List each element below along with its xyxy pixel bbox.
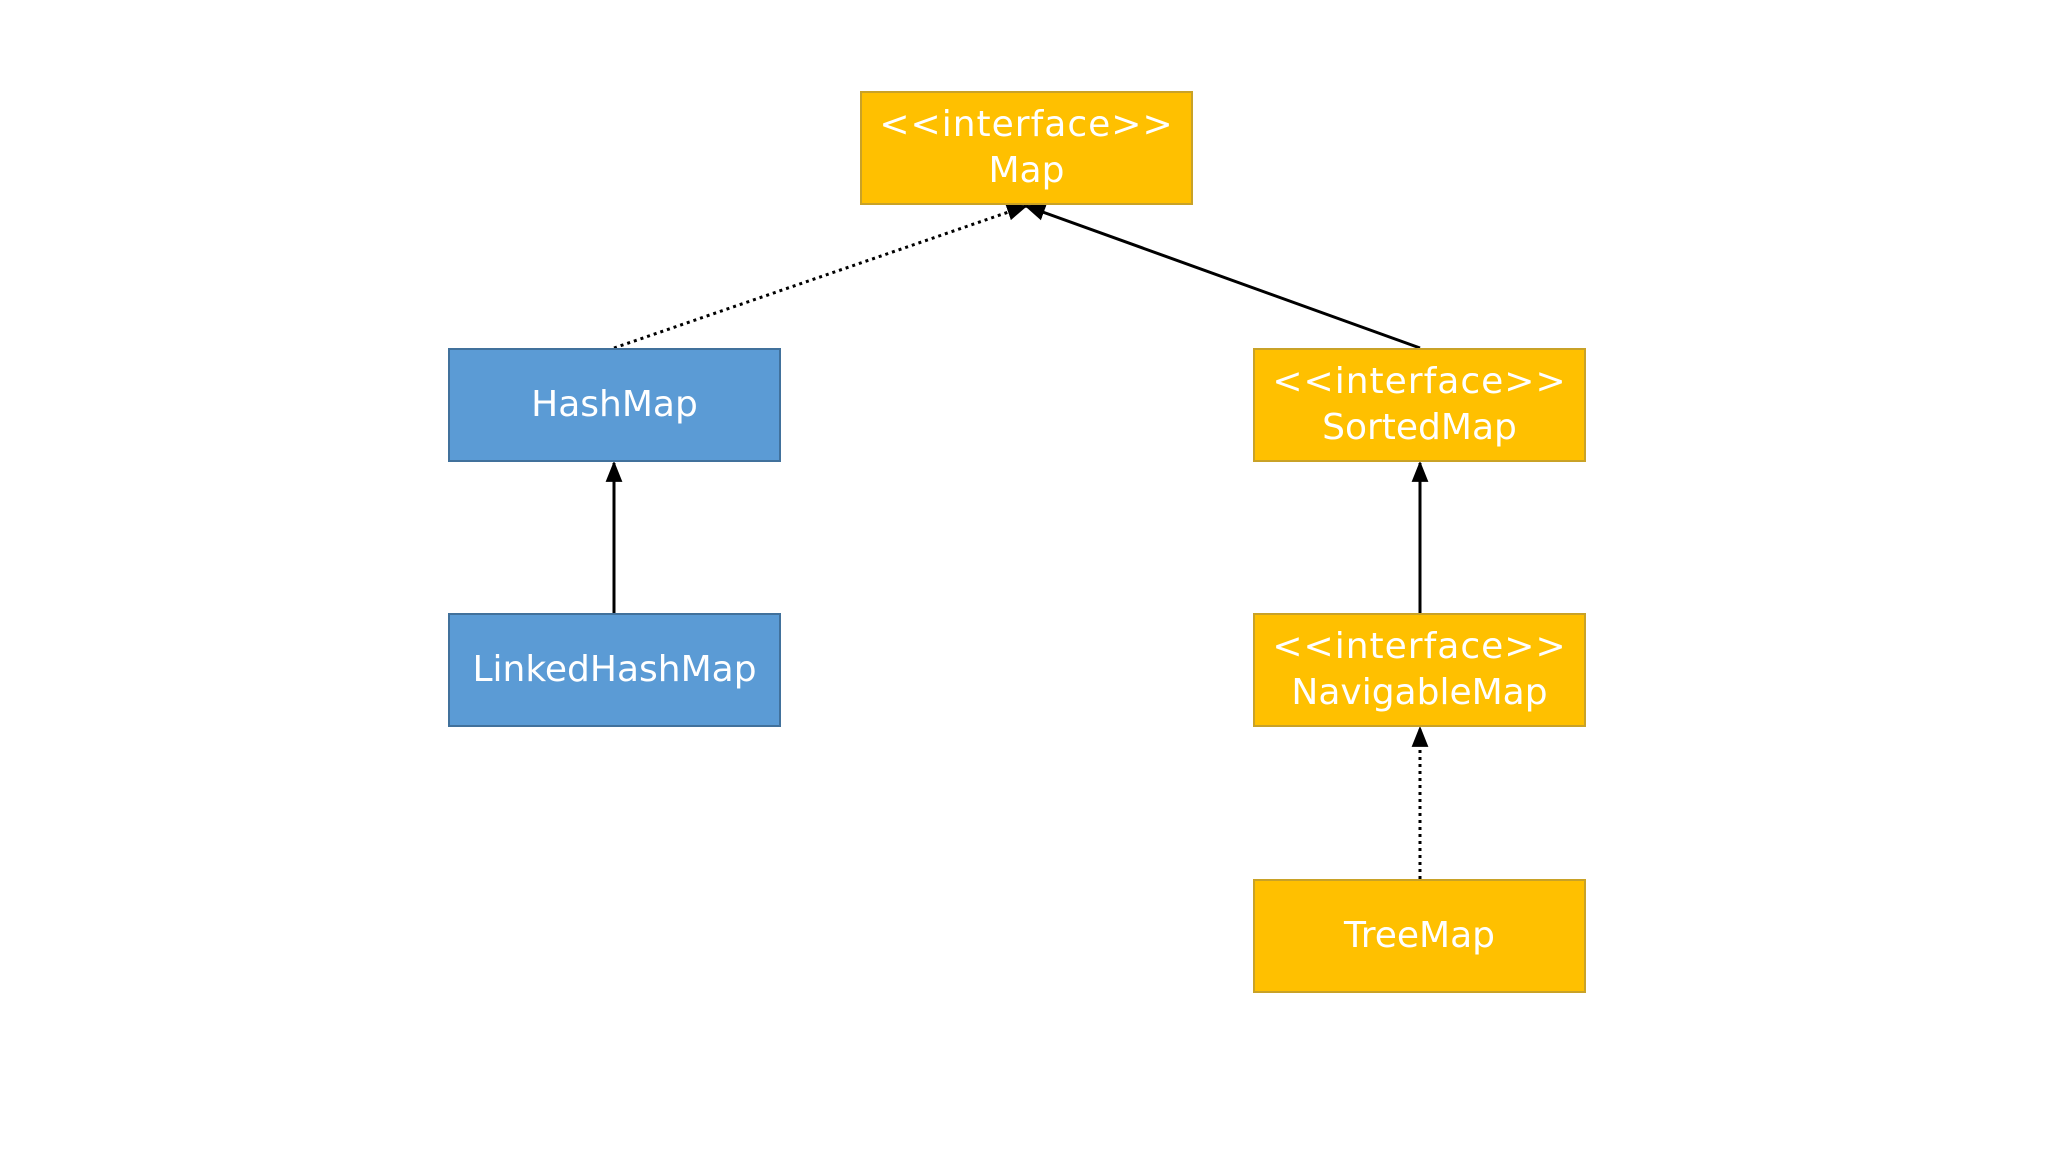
node-linkedhashmap[interactable]: LinkedHashMap [448, 613, 781, 727]
edge-hashmap-to-map [613, 204, 1028, 350]
node-linkedhashmap-name: LinkedHashMap [472, 649, 757, 690]
node-sortedmap-stereotype: <<interface>> [1272, 361, 1567, 402]
node-sortedmap-name: SortedMap [1322, 407, 1517, 448]
node-map[interactable]: <<interface>> Map [860, 91, 1193, 205]
node-navigablemap-stereotype: <<interface>> [1272, 626, 1567, 667]
node-treemap[interactable]: TreeMap [1253, 879, 1586, 993]
node-hashmap[interactable]: HashMap [448, 348, 781, 462]
node-map-name: Map [988, 150, 1065, 191]
node-navigablemap-name: NavigableMap [1291, 672, 1548, 713]
node-map-stereotype: <<interface>> [879, 104, 1174, 145]
edge-sortedmap-to-map [1024, 204, 1421, 350]
node-hashmap-name: HashMap [531, 384, 698, 425]
node-navigablemap[interactable]: <<interface>> NavigableMap [1253, 613, 1586, 727]
node-treemap-name: TreeMap [1344, 915, 1495, 956]
node-sortedmap[interactable]: <<interface>> SortedMap [1253, 348, 1586, 462]
